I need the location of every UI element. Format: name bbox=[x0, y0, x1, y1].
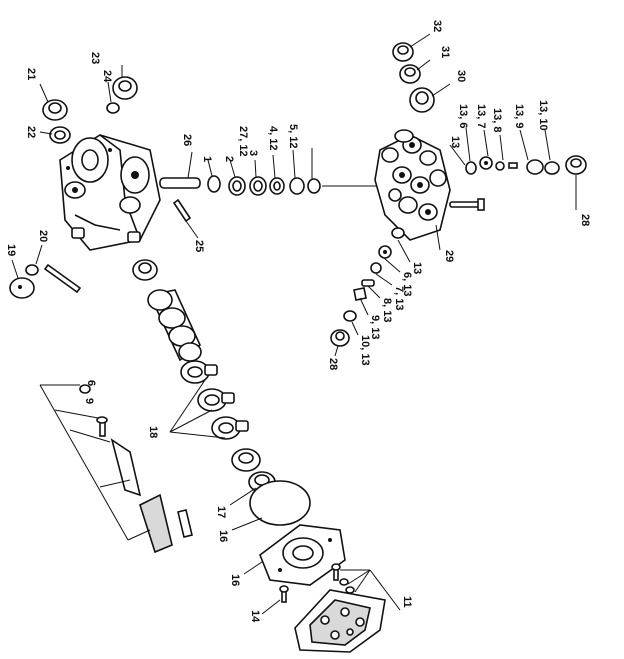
part-19-plug bbox=[9, 277, 35, 299]
part-25-pin bbox=[172, 198, 192, 223]
manifold-port-oring bbox=[394, 129, 414, 143]
part-20-oring bbox=[25, 264, 39, 276]
part-15-cover bbox=[259, 524, 346, 586]
part-21-cap bbox=[42, 99, 68, 121]
callout-21: 21 bbox=[25, 68, 37, 80]
callout-9-13: 9, 13 bbox=[369, 315, 381, 339]
part-28-plug-bottom bbox=[330, 329, 350, 347]
callout-11: 11 bbox=[401, 596, 413, 608]
callout-25: 25 bbox=[193, 240, 205, 252]
valve-manifold bbox=[374, 134, 451, 241]
part-22-washer bbox=[49, 126, 71, 144]
callout-1: 1 bbox=[201, 156, 213, 162]
callout-22: 22 bbox=[25, 126, 37, 138]
callout-14: 14 bbox=[249, 610, 261, 623]
callout-2: 2 bbox=[223, 156, 235, 162]
pump-housing bbox=[59, 134, 161, 251]
part-14-bolt bbox=[279, 585, 289, 603]
callout-18: 18 bbox=[147, 426, 159, 438]
callout-16-b: 16 bbox=[229, 574, 241, 586]
callout-labels: 32 31 30 13, 10 13, 9 13, 8 13, 7 13, 6 … bbox=[5, 20, 591, 623]
part-32-cap bbox=[392, 42, 414, 62]
callout-28-bottom: 28 bbox=[327, 358, 339, 370]
leader-lines bbox=[11, 33, 577, 615]
crankshaft bbox=[147, 289, 202, 362]
callout-19: 19 bbox=[5, 244, 17, 256]
part-30-plug bbox=[409, 87, 435, 113]
callout-9: 9 bbox=[83, 398, 95, 404]
lower-valve-chain bbox=[343, 227, 405, 322]
part-23-cap bbox=[112, 76, 138, 100]
callout-3: 3 bbox=[247, 150, 259, 156]
callout-5-12: 5, 12 bbox=[287, 124, 299, 148]
callout-32: 32 bbox=[431, 20, 443, 32]
callout-29: 29 bbox=[443, 250, 455, 262]
callout-8-13: 8, 13 bbox=[381, 298, 393, 322]
part-26-shaft bbox=[159, 177, 201, 189]
callout-17: 17 bbox=[215, 506, 227, 518]
right-valve-parts bbox=[465, 156, 560, 175]
manifold-bolt bbox=[449, 198, 485, 211]
callout-16-a: 16 bbox=[217, 530, 229, 542]
callout-4-12: 4, 12 bbox=[267, 126, 279, 150]
part-31-nut bbox=[399, 64, 421, 84]
callout-13-8: 13, 8 bbox=[491, 108, 503, 132]
part-11-fasteners bbox=[331, 563, 355, 594]
part-18-connecting-rods bbox=[180, 360, 249, 440]
callout-13-7: 13, 7 bbox=[475, 104, 487, 128]
callout-28-right: 28 bbox=[579, 214, 591, 226]
callout-30: 30 bbox=[455, 70, 467, 82]
part-24-oring bbox=[106, 102, 120, 114]
bearing-lower bbox=[231, 448, 261, 472]
callout-26: 26 bbox=[181, 134, 193, 146]
callout-13-9: 13, 9 bbox=[513, 104, 525, 128]
callout-13-lower: 13 bbox=[411, 262, 423, 274]
part-11-base-plate bbox=[294, 589, 386, 653]
callout-7-13: 7, 13 bbox=[393, 286, 405, 310]
key-rod bbox=[43, 263, 82, 294]
callout-23: 23 bbox=[89, 52, 101, 64]
callout-10-13: 10, 13 bbox=[359, 335, 371, 366]
callout-13-10: 13, 10 bbox=[537, 100, 549, 131]
callout-27-12: 27, 12 bbox=[237, 126, 249, 157]
part-16-gasket bbox=[249, 480, 311, 526]
axial-seal-row bbox=[207, 175, 321, 196]
callout-6: 6 bbox=[85, 380, 97, 386]
callout-6-13: 6, 13 bbox=[401, 272, 413, 296]
left-cover-group bbox=[79, 384, 193, 554]
callout-13: 13 bbox=[449, 136, 461, 148]
callout-20: 20 bbox=[37, 230, 49, 242]
callout-24: 24 bbox=[101, 70, 113, 83]
bearing-ring bbox=[132, 259, 158, 281]
callout-13-6: 13, 6 bbox=[457, 104, 469, 128]
part-28-plug-right bbox=[565, 155, 587, 175]
callout-31: 31 bbox=[439, 46, 451, 58]
